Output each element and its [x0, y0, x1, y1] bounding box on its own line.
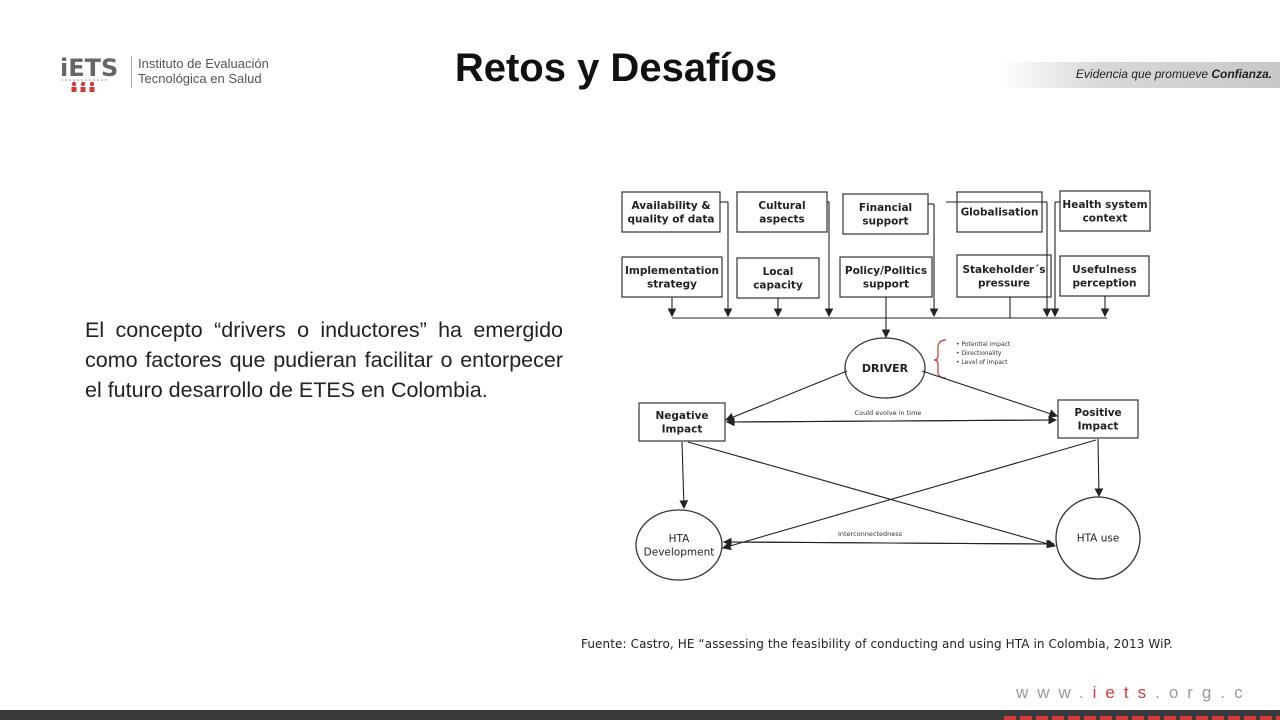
- top-box-1-label-line2: quality of data: [628, 213, 715, 225]
- logo-text-line2: Tecnológica en Salud: [138, 71, 262, 86]
- tagline-bold: Confianza.: [1211, 67, 1272, 81]
- url-post: .org.c: [1155, 683, 1252, 702]
- top-box-2: [736, 191, 828, 233]
- negative-to-use-arrow: [687, 441, 1057, 549]
- top-box-3-label-line1: Financial: [859, 202, 912, 214]
- top-box-2-label-line2: aspects: [759, 213, 804, 225]
- driver-to-positive-arrow: [921, 370, 1059, 418]
- page-title: Retos y Desafíos: [454, 46, 778, 90]
- driver-note-3: • Level of impact: [956, 359, 1008, 366]
- top-box-5-label-line2: context: [1083, 212, 1128, 224]
- second-box-3-label-line2: support: [863, 278, 909, 290]
- source-citation: Fuente: Castro, HE “assessing the feasib…: [581, 637, 1173, 651]
- tagline: Evidencia que promueve Confianza.: [1076, 67, 1272, 81]
- diagram-content: Availability &quality of data Culturalasp…: [621, 190, 1151, 581]
- interconnect-arrow-left: [722, 537, 1055, 547]
- second-box-4-label-line2: pressure: [978, 277, 1030, 289]
- second-box-5: [1059, 255, 1150, 297]
- drivers-diagram: Availability &quality of data Culturalasp…: [621, 190, 1151, 581]
- negative-to-dev-arrow: [679, 441, 689, 510]
- negative-impact-box: [638, 402, 726, 442]
- hta-development-node: [635, 509, 723, 581]
- second-box-1-label-line2: strategy: [647, 278, 697, 290]
- second-box-1-label-line1: Implementation: [625, 265, 719, 277]
- tagline-bar: Evidencia que promueve Confianza.: [1000, 62, 1280, 88]
- driver-label-line1: DRIVER: [862, 362, 909, 375]
- second-box-4: [956, 254, 1052, 298]
- top-box-1-label-line1: Availability &: [632, 200, 711, 212]
- positive-impact-box-label-line2: Impact: [1078, 420, 1119, 432]
- hta-development-label-line1: HTA: [669, 533, 690, 545]
- second-box-3: [839, 256, 933, 298]
- top-box-1: [621, 191, 721, 233]
- evolve-arrow-left: [725, 417, 1057, 427]
- top-box-2-label-line1: Cultural: [758, 200, 805, 212]
- driver-to-negative-arrow: [724, 370, 848, 422]
- logo-text: Instituto de Evaluación Tecnológica en S…: [138, 56, 269, 86]
- positive-to-dev-arrow: [721, 439, 1097, 551]
- website-url[interactable]: www.iets.org.c: [1016, 683, 1252, 703]
- top-box-3: [842, 193, 929, 235]
- logo-text-line1: Instituto de Evaluación: [138, 56, 269, 71]
- url-pre: www.: [1016, 683, 1093, 702]
- second-box-5-label-line2: perception: [1073, 277, 1137, 289]
- top-box-5-label-line1: Health system: [1062, 199, 1147, 211]
- body-text: El concepto “drivers o inductores” ha em…: [85, 318, 563, 402]
- positive-to-use-arrow: [1094, 438, 1104, 498]
- second-box-4-label-line1: Stakeholder´s: [962, 264, 1045, 276]
- iets-logo: iETS Instituto de Evaluación Tecnológica…: [58, 50, 298, 98]
- top-box-3-label-line2: support: [862, 215, 908, 227]
- second-box-2: [736, 257, 820, 299]
- second-box-2-label-line1: Local: [763, 266, 794, 278]
- logo-mark-icon: iETS: [60, 54, 118, 92]
- evolve-label: Could evolve in time: [855, 409, 922, 417]
- driver-notes-brace: [933, 339, 947, 379]
- driver-note-2: • Directionality: [956, 350, 1002, 357]
- url-highlight: iets: [1092, 683, 1156, 702]
- negative-impact-box-label-line1: Negative: [655, 410, 708, 422]
- second-box-3-label-line1: Policy/Politics: [845, 265, 927, 277]
- second-box-1: [621, 256, 723, 298]
- logo-divider: [131, 56, 132, 88]
- second-box-5-label-line1: Usefulness: [1072, 264, 1137, 276]
- driver-node: [844, 337, 926, 399]
- logo-letters: iETS: [60, 54, 118, 82]
- hta-development-label-line2: Development: [644, 546, 715, 558]
- driver-note-1: • Potential impact: [956, 341, 1011, 348]
- tagline-plain: Evidencia que promueve: [1075, 67, 1212, 81]
- negative-impact-box-label-line2: Impact: [662, 423, 703, 435]
- hta-use-label-line1: HTA use: [1077, 533, 1120, 545]
- top-box-4: [956, 191, 1043, 233]
- second-box-2-label-line2: capacity: [753, 279, 803, 291]
- footer-bar: [0, 710, 1280, 720]
- footer-accent: [1004, 716, 1280, 720]
- interconnect-label: Interconnectedness: [838, 530, 903, 538]
- top-box-4-label-line1: Globalisation: [961, 207, 1039, 219]
- top-box-5: [1059, 190, 1151, 232]
- positive-impact-box: [1057, 399, 1139, 439]
- positive-impact-box-label-line1: Positive: [1074, 407, 1121, 419]
